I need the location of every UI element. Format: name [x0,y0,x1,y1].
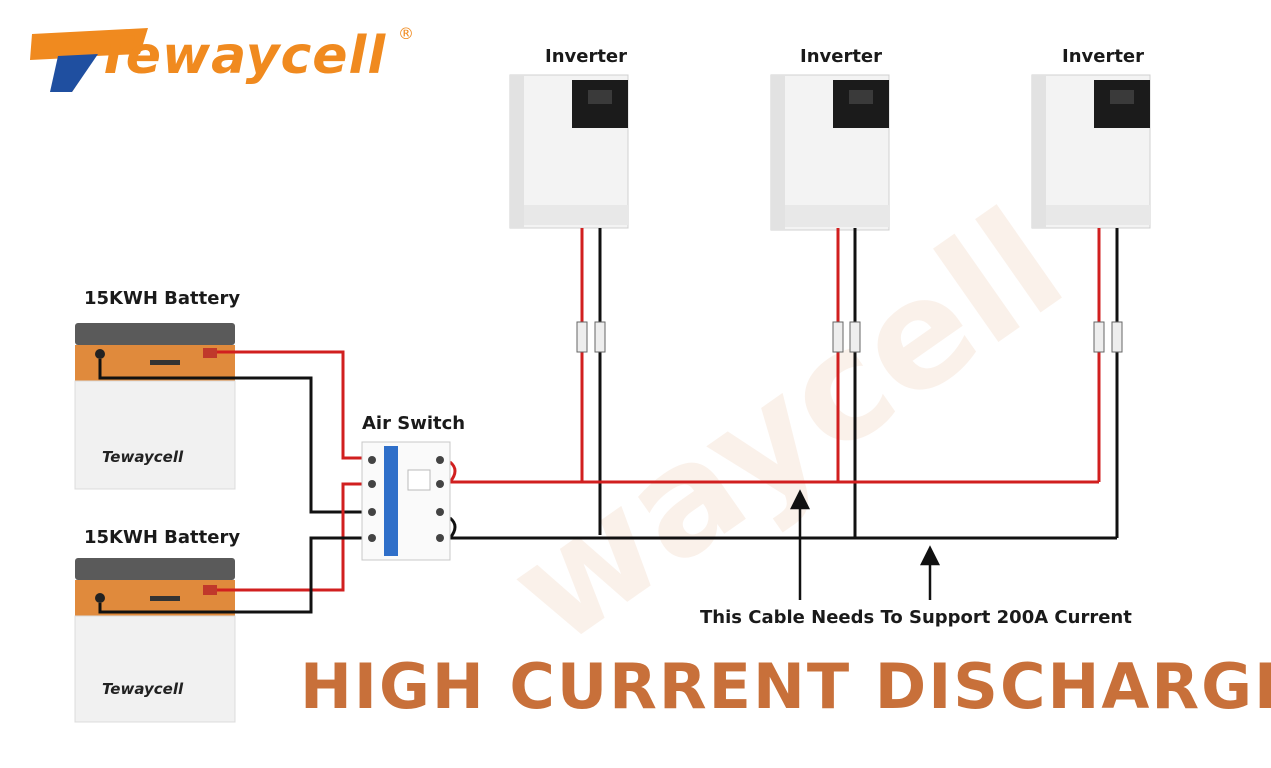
battery-1-brand: Tewaycell [102,448,184,466]
brand-name: Tewaycell [96,26,387,86]
battery-2-brand: Tewaycell [102,680,184,698]
cable-arrows [789,489,941,600]
battery-2 [74,558,236,723]
air-switch [361,441,451,561]
main-bus-wires [448,460,1117,540]
inverter-2 [770,74,890,231]
inverter-1 [509,74,629,229]
logo-mark-icon [30,28,148,92]
air-switch-label: Air Switch [362,413,466,434]
brand-logo: Tewaycell ® [28,20,428,100]
battery-2-label: 15KWH Battery [84,527,241,548]
inverter-3 [1031,74,1151,229]
inverter-2-label: Inverter [800,46,883,67]
battery-1-label: 15KWH Battery [84,288,241,309]
battery-wires [98,350,362,614]
battery-1 [74,323,236,490]
inverter-wires [580,228,1119,538]
cable-note: This Cable Needs To Support 200A Current [700,607,1132,628]
inverter-3-label: Inverter [1062,46,1145,67]
brand-registered-mark: ® [398,24,414,43]
headline: HIGH CURRENT DISCHARGE [300,650,1271,723]
inline-fuses [576,321,1123,353]
inverter-1-label: Inverter [545,46,628,67]
watermark: waycell [480,177,1093,679]
